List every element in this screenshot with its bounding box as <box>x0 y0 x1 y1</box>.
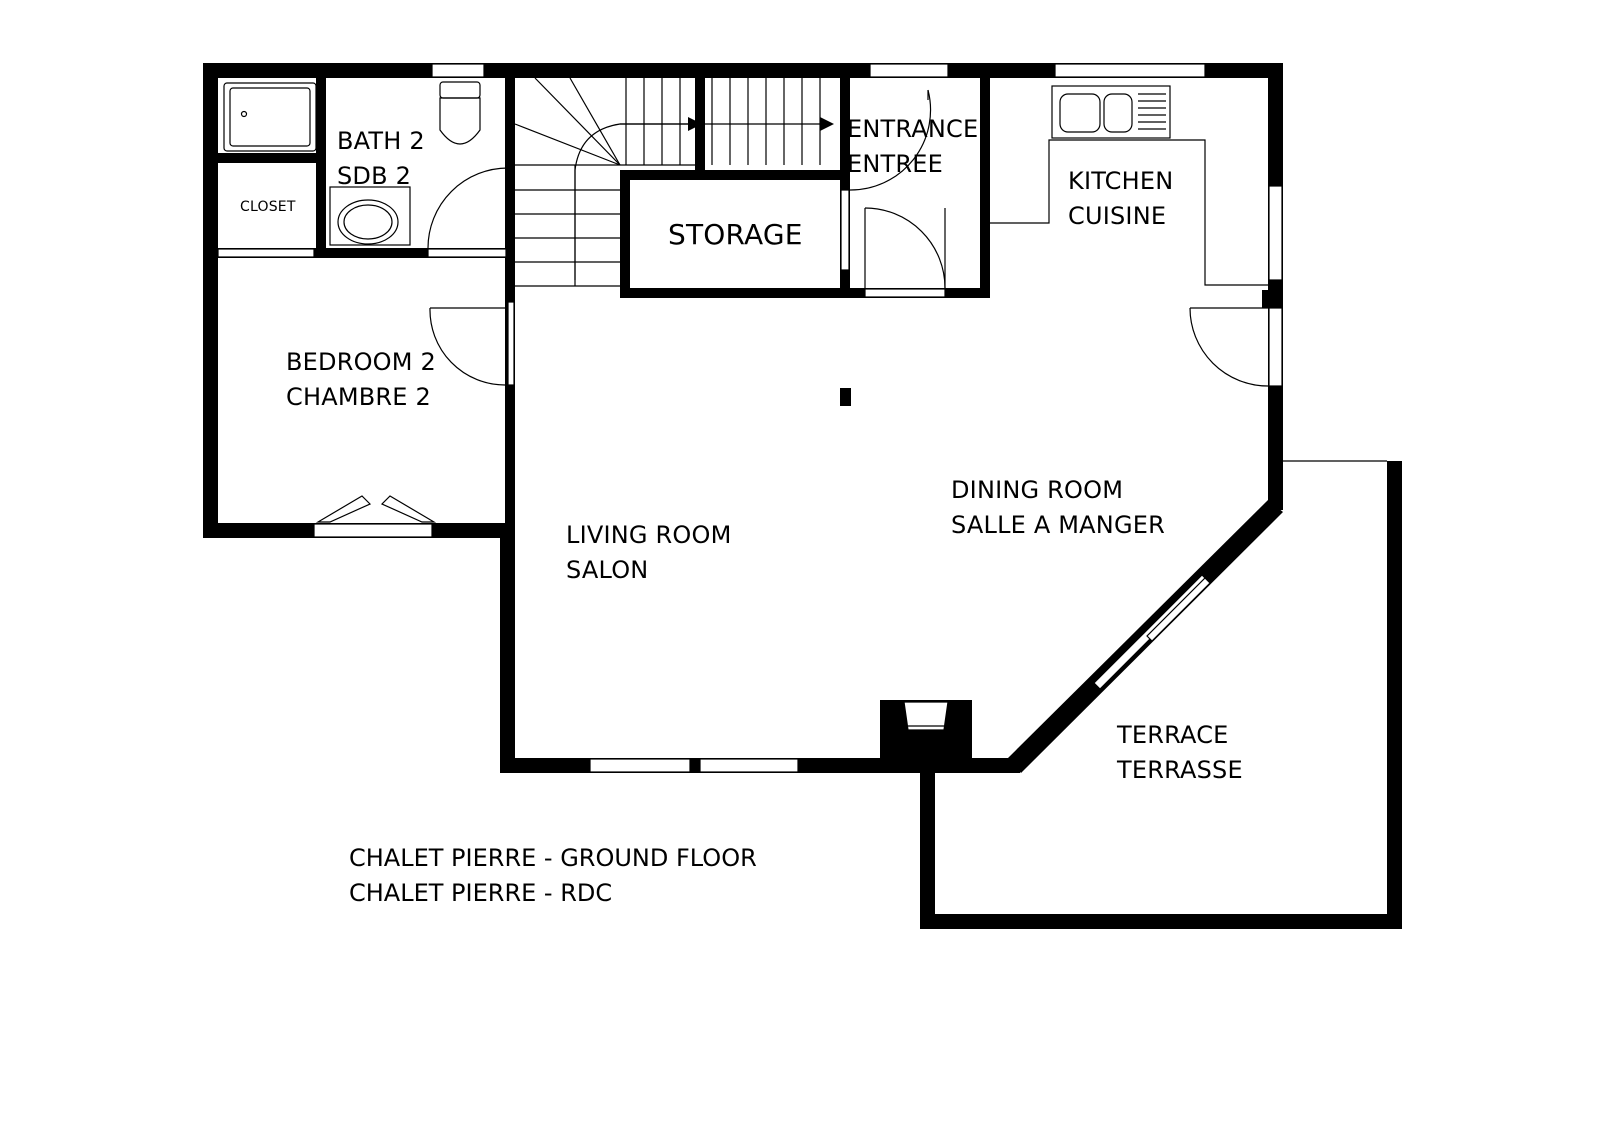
bath2-label-fr: SDB 2 <box>337 162 411 190</box>
kitchen-counter <box>990 139 1268 286</box>
plan-title-line2: CHALET PIERRE - RDC <box>349 879 612 907</box>
kitchen-label-fr: CUISINE <box>1068 202 1166 230</box>
fixtures <box>223 81 1268 731</box>
plan-title: CHALET PIERRE - GROUND FLOOR CHALET PIER… <box>349 844 757 907</box>
kitchen-sink-icon <box>1051 85 1171 139</box>
closet-label: CLOSET <box>240 199 296 215</box>
stair-arrow-icon <box>820 117 834 131</box>
room-labels: BATH 2 SDB 2 CLOSET STORAGE ENTRANCE ENT… <box>240 115 1243 784</box>
staircase <box>514 77 834 287</box>
doors <box>315 89 1269 523</box>
dining-label: DINING ROOM <box>951 476 1123 504</box>
plan-title-line1: CHALET PIERRE - GROUND FLOOR <box>349 844 757 872</box>
fireplace-icon <box>903 701 949 731</box>
interior-walls <box>218 78 1283 773</box>
column <box>840 388 851 406</box>
bedroom2-label-fr: CHAMBRE 2 <box>286 383 431 411</box>
entrance-label-fr: ENTREE <box>847 150 943 178</box>
windows <box>217 63 1283 773</box>
dining-label-fr: SALLE A MANGER <box>951 511 1165 539</box>
living-label: LIVING ROOM <box>566 521 732 549</box>
toilet-icon <box>439 81 481 145</box>
entrance-label: ENTRANCE <box>847 115 978 143</box>
terrace-label: TERRACE <box>1116 721 1229 749</box>
living-label-fr: SALON <box>566 556 648 584</box>
stair-arrow-icon <box>688 117 702 131</box>
sink-icon <box>329 186 411 246</box>
kitchen-label: KITCHEN <box>1068 167 1173 195</box>
terrace-walls <box>920 460 1402 929</box>
shower-icon <box>223 82 317 152</box>
terrace-label-fr: TERRASSE <box>1116 756 1243 784</box>
bath2-label: BATH 2 <box>337 127 425 155</box>
bedroom2-label: BEDROOM 2 <box>286 348 436 376</box>
storage-label: STORAGE <box>668 218 803 251</box>
